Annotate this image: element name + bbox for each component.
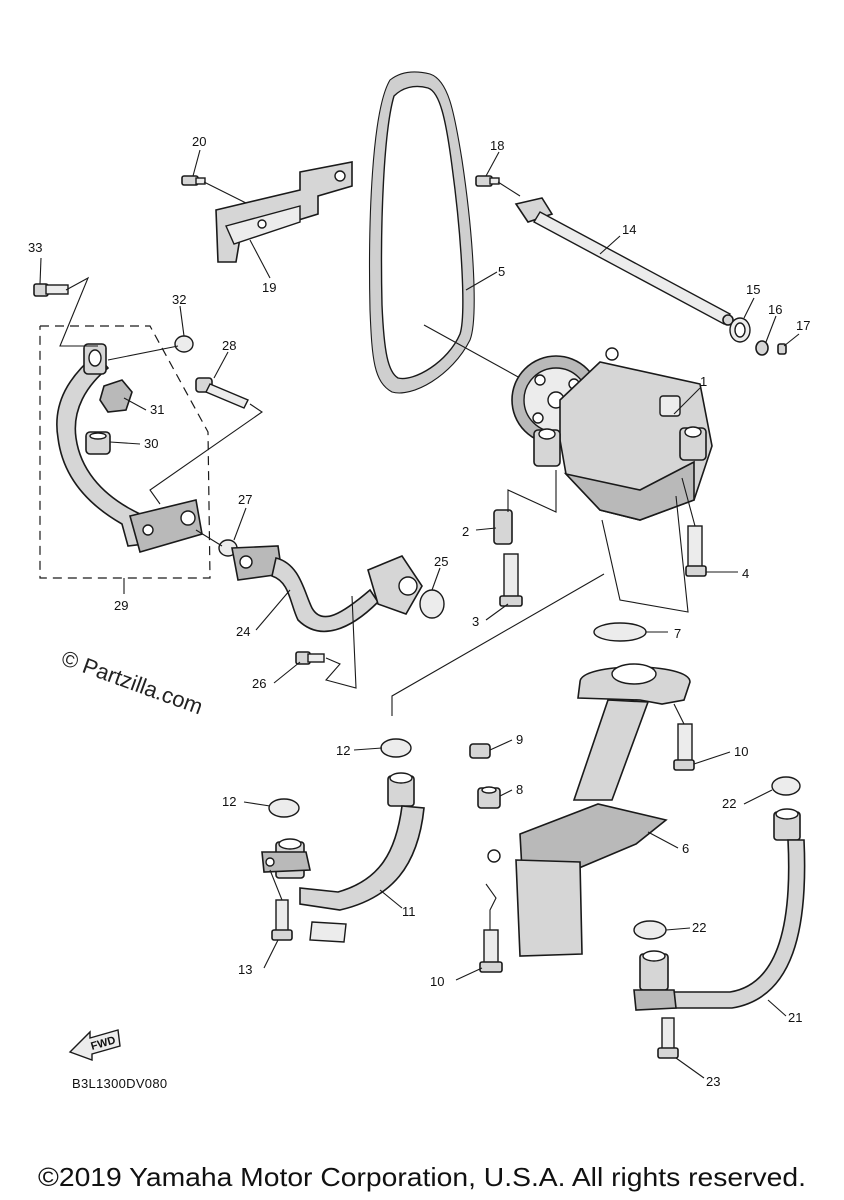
bolt-20 <box>181 175 206 186</box>
bolt-10-upper <box>673 723 695 771</box>
callout-33: 33 <box>28 240 42 255</box>
bolt-3 <box>499 553 523 607</box>
callout-21: 21 <box>788 1010 802 1025</box>
callout-5: 5 <box>498 264 505 279</box>
fwd-arrow-icon: FWD <box>68 1029 121 1061</box>
callout-22-upper: 22 <box>722 796 736 811</box>
pin-17 <box>777 343 787 355</box>
oil-pipe-21 <box>633 808 806 1011</box>
o-ring-12-lower <box>268 798 300 818</box>
callout-17: 17 <box>796 318 810 333</box>
callout-30: 30 <box>144 436 158 451</box>
partzilla-watermark: © Partzilla.com <box>58 645 206 719</box>
callout-27: 27 <box>238 492 252 507</box>
bolt-28 <box>195 377 249 409</box>
pipe-24 <box>231 545 423 633</box>
callout-12-upper: 12 <box>336 743 350 758</box>
callout-10-upper: 10 <box>734 744 748 759</box>
cam-chain-5 <box>368 71 475 394</box>
cap-25 <box>419 589 445 619</box>
callout-1: 1 <box>700 374 707 389</box>
strainer-6 <box>487 663 691 957</box>
o-ring-12-upper <box>380 738 412 758</box>
copyright-notice: ©2019 Yamaha Motor Corporation, U.S.A. A… <box>38 1162 806 1192</box>
callout-6: 6 <box>682 841 689 856</box>
callout-26: 26 <box>252 676 266 691</box>
callout-4: 4 <box>742 566 749 581</box>
callout-7: 7 <box>674 626 681 641</box>
callout-32: 32 <box>172 292 186 307</box>
bolt-2 <box>493 509 513 545</box>
pipe-29 <box>56 343 203 553</box>
callout-20: 20 <box>192 134 206 149</box>
bolt-13 <box>271 899 293 941</box>
bolt-26 <box>295 651 325 665</box>
bolt-23 <box>657 1017 679 1059</box>
oil-pipe-11 <box>261 772 425 943</box>
callout-24: 24 <box>236 624 250 639</box>
callout-25: 25 <box>434 554 448 569</box>
callout-15: 15 <box>746 282 760 297</box>
callout-28: 28 <box>222 338 236 353</box>
collar-31 <box>99 379 133 413</box>
callout-29: 29 <box>114 598 128 613</box>
collar-8 <box>477 786 501 809</box>
callout-13: 13 <box>238 962 252 977</box>
bolt-10-lower <box>479 929 503 973</box>
assembly-29-outline <box>39 325 211 579</box>
o-ring-22-lower <box>633 920 667 940</box>
callout-22-lower: 22 <box>692 920 706 935</box>
gasket-7 <box>593 622 647 642</box>
callout-18: 18 <box>490 138 504 153</box>
bracket-19 <box>215 161 353 263</box>
callout-11: 11 <box>402 904 416 919</box>
callout-19: 19 <box>262 280 276 295</box>
callout-3: 3 <box>472 614 479 629</box>
callout-2: 2 <box>462 524 469 539</box>
o-ring-22-upper <box>771 776 801 796</box>
bolt-4 <box>685 525 707 577</box>
oil-pump-1 <box>511 347 713 521</box>
shaft-14 <box>514 197 734 326</box>
o-ring-32 <box>174 335 194 353</box>
callout-8: 8 <box>516 782 523 797</box>
callout-23: 23 <box>706 1074 720 1089</box>
callout-14: 14 <box>622 222 636 237</box>
bolt-33 <box>33 283 69 297</box>
callout-12-lower: 12 <box>222 794 236 809</box>
o-ring-15 <box>729 317 751 343</box>
callout-16: 16 <box>768 302 782 317</box>
callout-9: 9 <box>516 732 523 747</box>
callout-10-lower: 10 <box>430 974 444 989</box>
collar-9 <box>469 743 491 759</box>
drawing-code: B3L1300DV080 <box>72 1076 167 1091</box>
bushing-30 <box>85 431 111 455</box>
bolt-18 <box>475 175 500 187</box>
callout-31: 31 <box>150 402 164 417</box>
washer-16 <box>755 340 769 356</box>
